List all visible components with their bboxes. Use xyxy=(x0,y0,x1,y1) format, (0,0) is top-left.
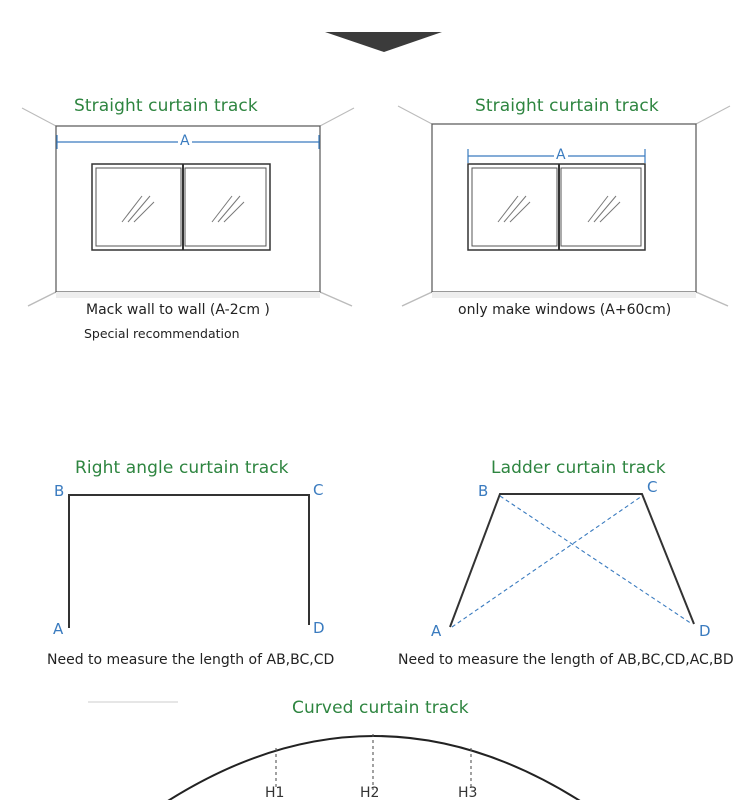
point-label-b: B xyxy=(54,482,65,500)
panel-caption: only make windows (A+60cm) xyxy=(458,302,672,318)
panel-title: Straight curtain track xyxy=(74,96,258,116)
point-label-c: C xyxy=(313,481,324,499)
point-label-b: B xyxy=(478,482,489,500)
height-label-h1: H1 xyxy=(265,785,285,801)
panel-caption: Need to measure the length of AB,BC,CD,A… xyxy=(398,652,734,668)
panel-title: Ladder curtain track xyxy=(491,458,666,478)
panel-caption: Mack wall to wall (A-2cm ) xyxy=(86,302,270,318)
dimension-label: A xyxy=(178,133,192,149)
point-label-d: D xyxy=(313,619,325,637)
panel-caption: Need to measure the length of AB,BC,CD xyxy=(47,652,335,668)
dimension-label: A xyxy=(554,147,568,163)
height-label-h2: H2 xyxy=(360,785,380,801)
point-label-c: C xyxy=(647,478,658,496)
point-label-a: A xyxy=(53,620,64,638)
panel-title: Curved curtain track xyxy=(292,698,469,718)
recommendation-note: Special recommendation xyxy=(84,326,240,341)
point-label-a: A xyxy=(431,622,442,640)
panel-title: Straight curtain track xyxy=(475,96,659,116)
point-label-d: D xyxy=(699,622,711,640)
height-label-h3: H3 xyxy=(458,785,478,801)
panel-title: Right angle curtain track xyxy=(75,458,289,478)
